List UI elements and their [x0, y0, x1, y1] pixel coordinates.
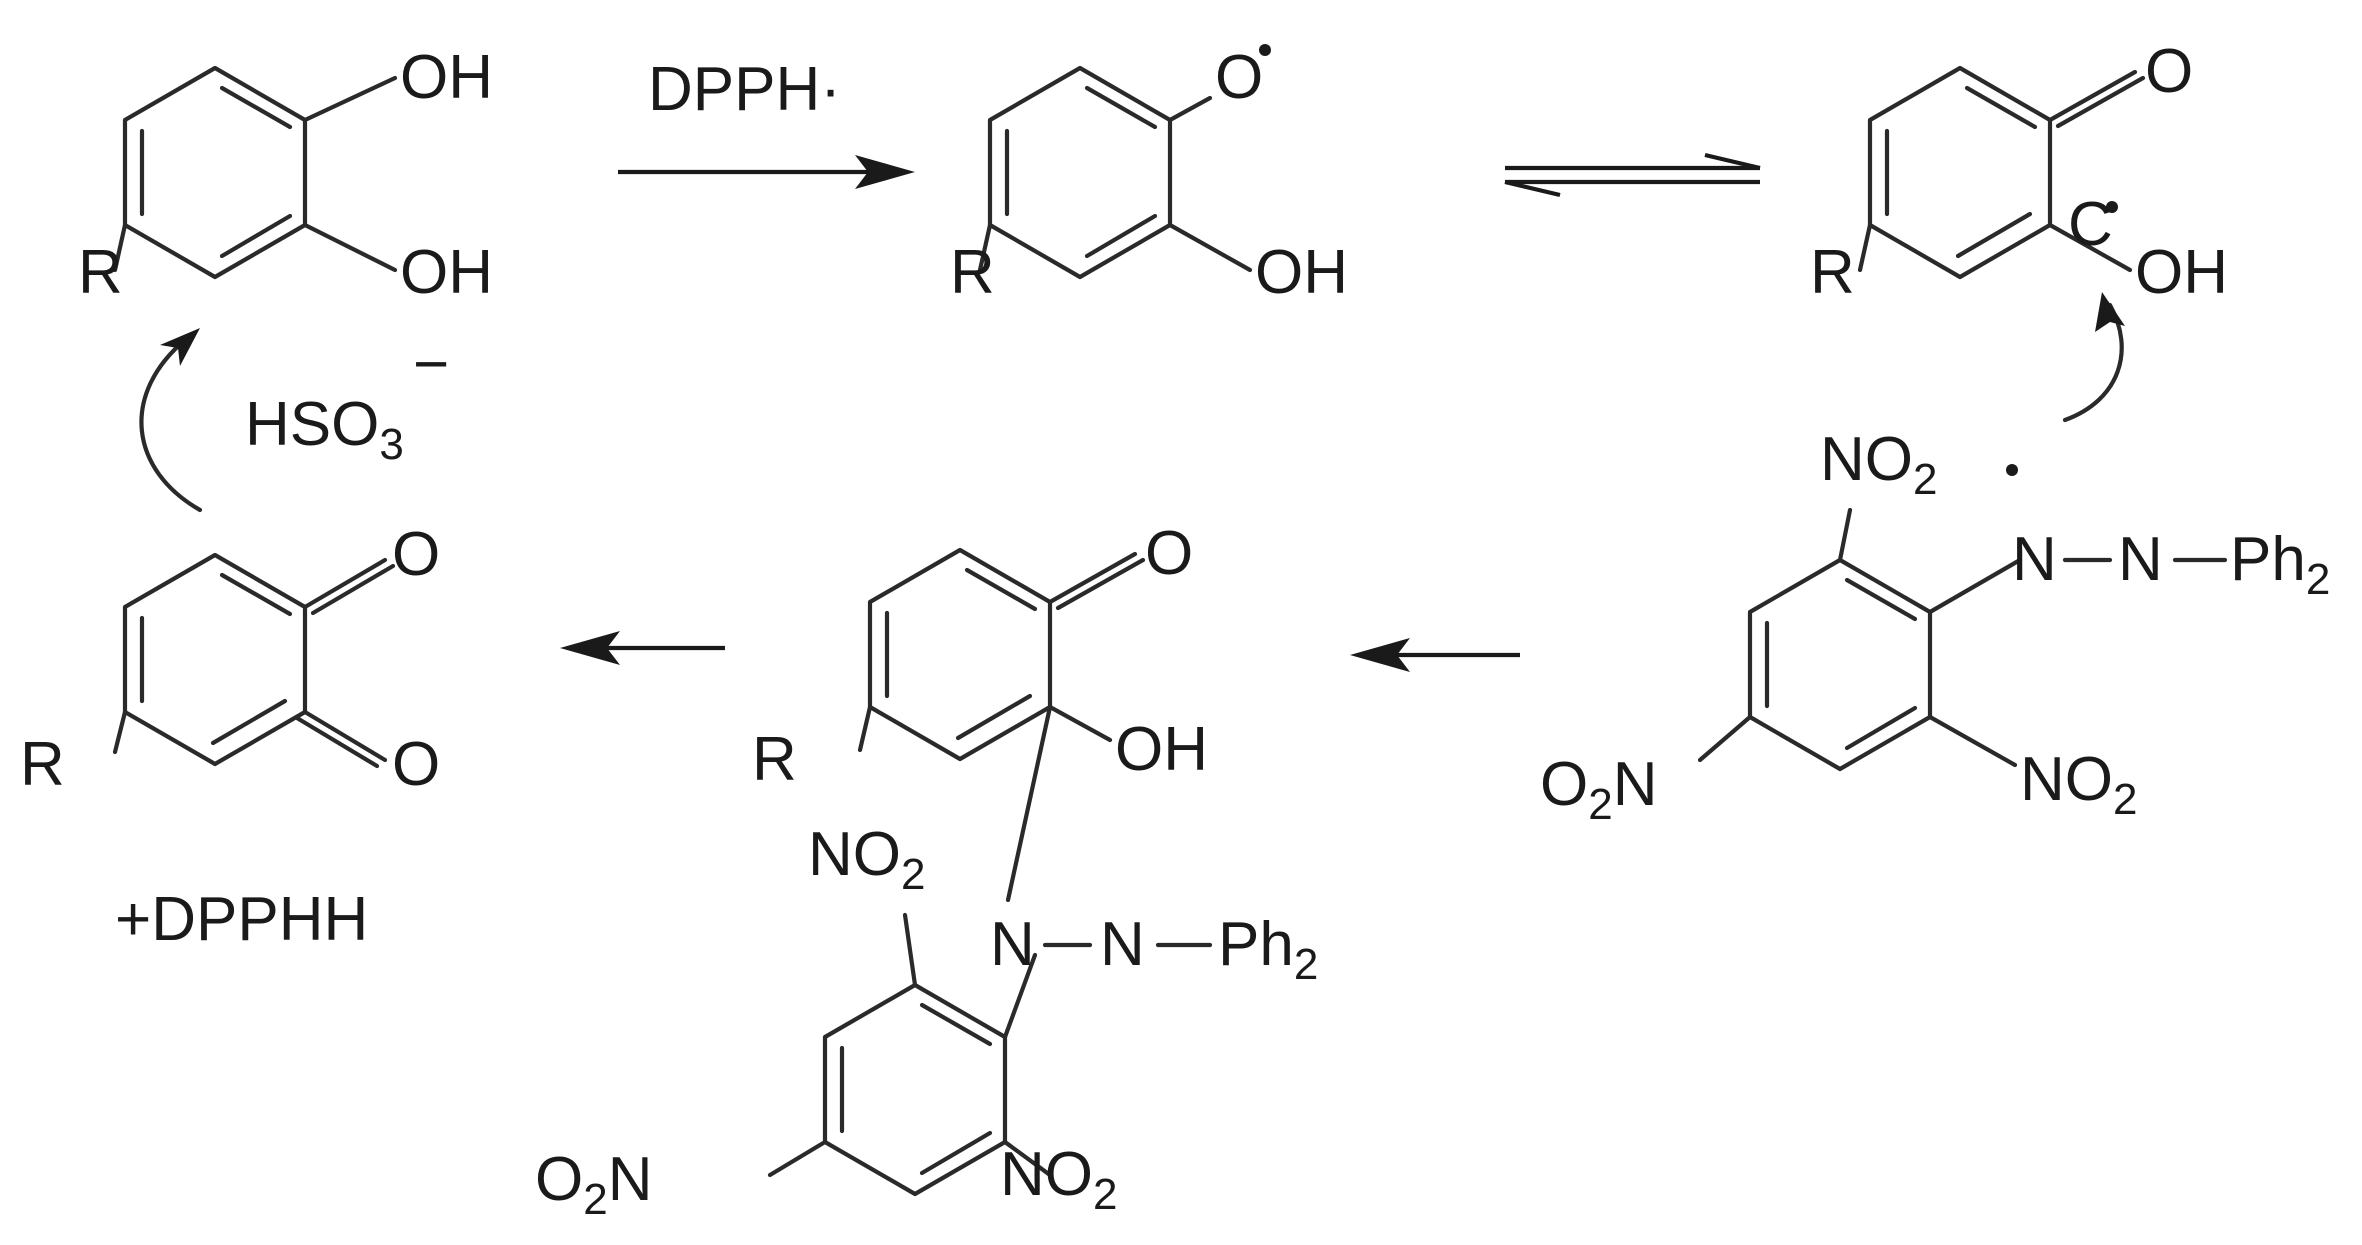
dpph-n1: N [2012, 525, 2057, 594]
bisulfite-regeneration-arrow: HSO3 − [139, 328, 449, 513]
catechol-double-bonds [139, 85, 293, 259]
adduct-n1: N [990, 910, 1035, 979]
adduct-no2-top: NO2 [808, 820, 925, 899]
adduct-o: O [1145, 519, 1193, 588]
catechol-oh-top: OH [400, 43, 493, 112]
dpph-n2: N [2118, 525, 2163, 594]
adduct-c-n-bond [1005, 704, 1053, 903]
adduct-n2: N [1100, 910, 1145, 979]
carbon-radical-molecule: O C OH R [1810, 37, 2228, 423]
dpph-radical-molecule: NO2 N N Ph2 NO2 O2N [1540, 425, 2330, 829]
catechol-molecule: OH OH R [78, 43, 493, 307]
quinone-r-group: R [20, 730, 65, 799]
adduct-ph2: Ph2 [1218, 910, 1318, 989]
reagent-dpph: DPPH· [648, 55, 841, 124]
catechol-oh-bottom: OH [400, 238, 493, 307]
catechol-substituent-bonds [112, 75, 398, 273]
dpph-no2-top: NO2 [1820, 425, 1937, 504]
phenoxy-radical-dot [1259, 44, 1271, 56]
adduct-o2n-left: O2N [535, 1145, 653, 1224]
phenoxy-radical-molecule: O OH R [950, 43, 1348, 307]
ortho-quinone-molecule: O O R +DPPHH [20, 520, 440, 954]
carbon-radical-dot [2106, 201, 2118, 213]
arrow-elimination [560, 631, 725, 665]
carbon-radical-oh: OH [2135, 238, 2228, 307]
carbon-radical-o: O [2145, 37, 2193, 106]
byproduct-dpphh: +DPPHH [115, 885, 368, 954]
phenoxy-oh: OH [1255, 238, 1348, 307]
arrow-coupling [1350, 638, 1520, 672]
catechol-r-group: R [78, 238, 123, 307]
adduct-no2-bottom: NO2 [1000, 1140, 1117, 1219]
dpph-no2-bottom: NO2 [2020, 745, 2137, 824]
dpph-o2n-left: O2N [1540, 750, 1658, 829]
reagent-bisulfite: HSO3 [245, 390, 404, 469]
phenoxy-o: O [1215, 43, 1263, 112]
equilibrium-arrows [1504, 152, 1761, 198]
catechol-ring [122, 65, 308, 280]
carbon-radical-r-group: R [1810, 238, 1855, 307]
dpph-ph2: Ph2 [2230, 525, 2330, 604]
dpph-radical-dot [2006, 464, 2018, 476]
adduct-r-group: R [752, 725, 797, 794]
phenoxy-r-group: R [950, 238, 995, 307]
arrow-dpph-oxidation: DPPH· [618, 55, 915, 189]
bisulfite-charge: − [413, 330, 449, 399]
dpph-adduct-molecule: O OH R NO2 N N Ph2 NO2 O2N [535, 519, 1318, 1224]
quinone-o-bottom: O [392, 730, 440, 799]
adduct-oh: OH [1115, 715, 1208, 784]
quinone-o-top: O [392, 520, 440, 589]
carbon-radical-c: C [2068, 190, 2113, 259]
